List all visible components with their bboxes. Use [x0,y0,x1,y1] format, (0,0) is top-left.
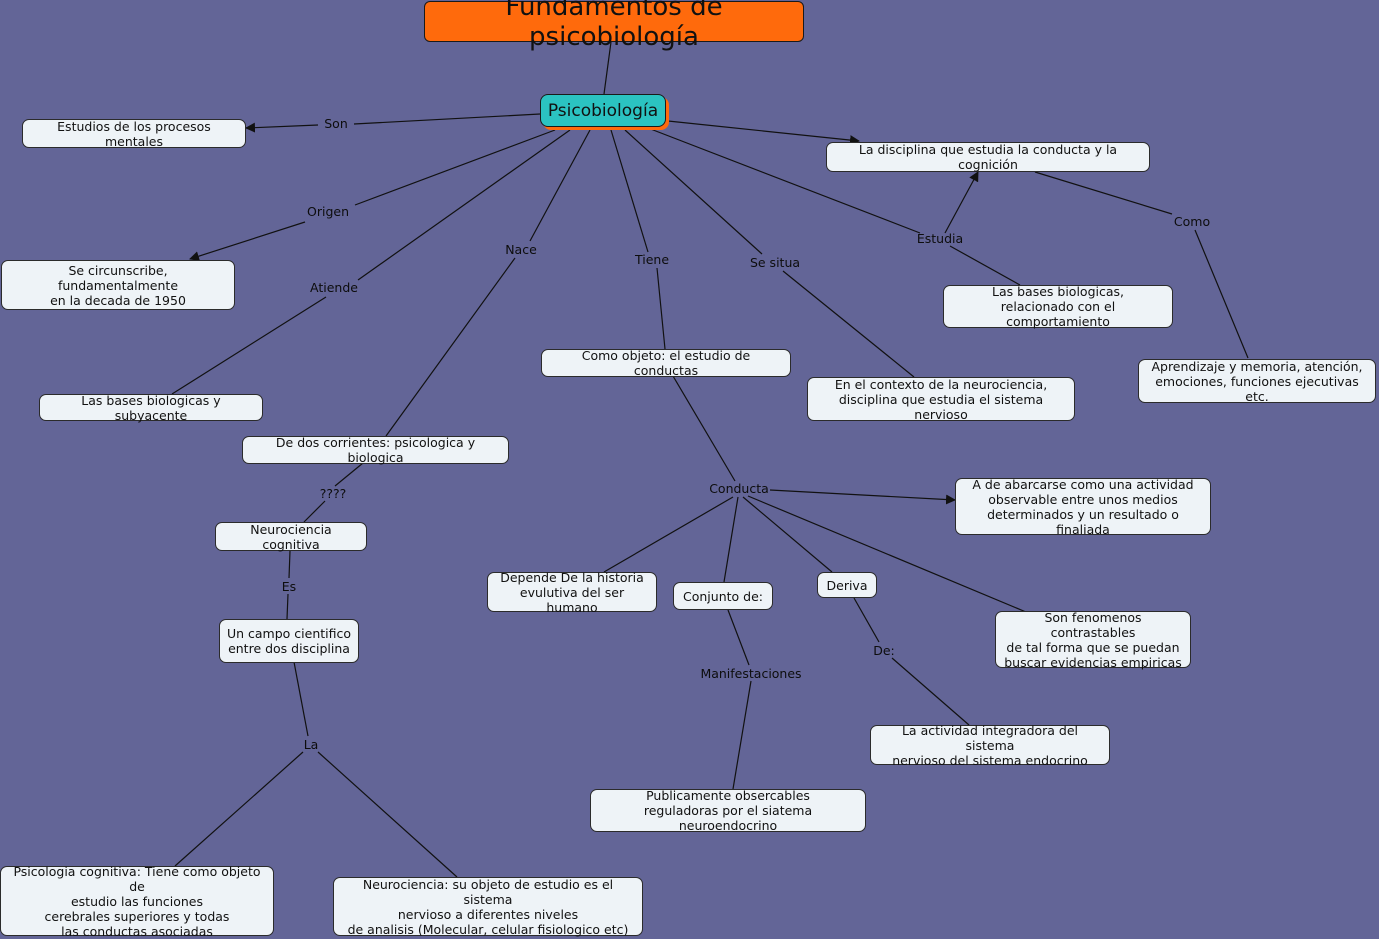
concept-contexto[interactable]: En el contexto de la neurociencia, disci… [807,377,1075,422]
link-label-es: Es [281,579,297,594]
link-manifestaciones-2 [732,680,752,790]
link-label-de: De: [873,643,895,658]
link-estudia-1 [647,127,921,234]
concept-neurociencia-cognitiva[interactable]: Neurociencia cognitiva [215,522,367,552]
link-de-2 [891,657,970,726]
concept-disciplina[interactable]: La disciplina que estudia la conducta y … [826,142,1150,172]
link-conducta-2 [769,489,956,505]
concept-abarcarse[interactable]: A de abarcarse como una actividad observ… [955,477,1211,537]
link-label-la: La [303,737,319,752]
concept-psicologia-cognitiva[interactable]: Psicologia cognitiva: Tiene como objeto … [0,864,274,939]
concept-historia[interactable]: Depende De la historia evulutiva del ser… [487,570,657,615]
link-es-2 [286,593,289,620]
link-manifestaciones-1 [727,609,750,666]
link-conducta-1 [672,375,736,482]
link-conducta-6 [747,495,1027,613]
link-como-1 [1034,171,1173,215]
concept-fenomenos[interactable]: Son fenomenos contrastables de tal forma… [995,610,1191,670]
link-conducta-5 [742,496,833,573]
concept-circunscribe[interactable]: Se circunscribe, fundamentalmente en la … [1,260,235,310]
link-origen-1 [354,129,556,206]
concept-deriva[interactable]: Deriva [817,572,877,598]
map-title[interactable]: Fundamentos de psicobiología [424,0,804,52]
link-atiende-1 [357,129,571,281]
link-label-son: Son [324,116,348,131]
link-nace-2 [385,257,516,437]
link-la-2 [174,751,304,867]
link-atiende-2 [171,296,327,395]
link-title-root [603,41,612,95]
link-interrogante-1 [334,462,364,487]
link-situa-2 [782,270,915,378]
concept-corrientes[interactable]: De dos corrientes: psicologica y biologi… [242,435,509,465]
link-situa-1 [624,129,763,255]
concept-aprendizaje[interactable]: Aprendizaje y memoria, atención, emocion… [1138,359,1376,404]
link-son-1 [353,113,541,125]
link-origen-2 [189,221,306,262]
link-root-disciplina [667,120,860,146]
link-son-2 [245,122,319,133]
link-label-origen: Origen [307,204,349,219]
link-conducta-4 [723,496,739,583]
link-label-nace: Nace [505,242,537,257]
link-tiene-1 [610,129,649,253]
link-label-atiende: Atiende [310,280,358,295]
link-label-estudia: Estudia [916,231,964,246]
concept-campo-cientifico[interactable]: Un campo cientifico entre dos disciplina [219,619,359,663]
link-conducta-3 [603,496,734,573]
link-label-manifestaciones: Manifestaciones [700,666,802,681]
link-tiene-2 [656,267,666,350]
concept-neurociencia[interactable]: Neurociencia: su objeto de estudio es el… [333,877,643,937]
link-estudia-3 [949,245,1021,286]
link-como-2 [1194,229,1249,359]
link-la-3 [317,751,458,878]
concept-bases-relacionado[interactable]: Las bases biologicas, relacionado con el… [943,284,1173,329]
link-label-se-situa: Se situa [749,255,801,270]
root-concept-psicobiologia[interactable]: Psicobiología [540,94,666,127]
link-label-interrogante: ???? [319,486,347,501]
link-la-1 [293,661,309,737]
link-label-como: Como [1173,214,1211,229]
concept-actividad-integradora[interactable]: La actividad integradora del sistema ner… [870,723,1110,768]
link-nace-1 [529,129,591,242]
link-label-tiene: Tiene [634,252,670,267]
concept-estudios-procesos[interactable]: Estudios de los procesos mentales [22,119,246,149]
concept-bases-subyacente[interactable]: Las bases biologicas y subyacente [39,393,263,423]
link-label-conducta: Conducta [709,481,769,496]
link-de-1 [853,597,880,643]
link-es-1 [288,550,291,579]
concept-objeto[interactable]: Como objeto: el estudio de conductas [541,348,791,378]
concept-publicamente[interactable]: Publicamente obsercables reguladoras por… [590,788,866,833]
concept-conjunto[interactable]: Conjunto de: [673,582,773,610]
link-estudia-2 [944,171,979,234]
link-interrogante-2 [303,500,326,523]
